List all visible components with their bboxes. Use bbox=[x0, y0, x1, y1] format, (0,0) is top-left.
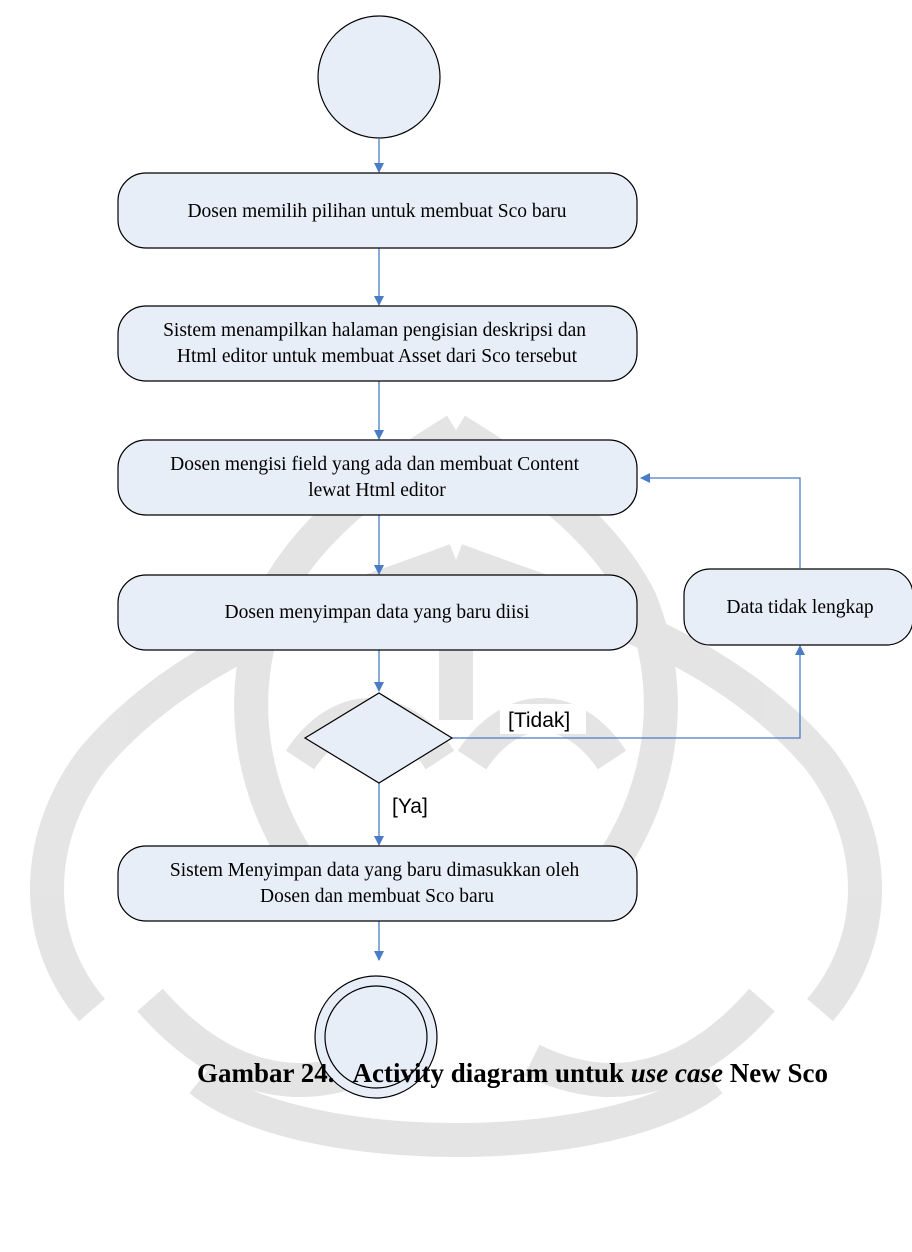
caption-italic: use case bbox=[630, 1058, 724, 1088]
action-label-incomplete-data: Data tidak lengkap bbox=[726, 597, 873, 618]
caption-suffix: New Sco bbox=[723, 1058, 828, 1088]
guard-no: [Tidak] bbox=[508, 709, 570, 732]
guard-yes: [Ya] bbox=[392, 795, 428, 818]
action-label-system-save: Sistem Menyimpan data yang baru dimasukk… bbox=[170, 860, 584, 907]
action-node-show-editor bbox=[117, 305, 638, 382]
arrow-side-to-a3 bbox=[640, 473, 801, 568]
action-node-choose-new-sco bbox=[117, 172, 638, 249]
action-label-fill-fields: Dosen mengisi field yang ada dan membuat… bbox=[170, 454, 584, 501]
action-node-fill-fields bbox=[117, 439, 638, 516]
final-node-inner bbox=[324, 985, 428, 1089]
action-node-save-data bbox=[117, 574, 638, 651]
guard-no-bg bbox=[500, 704, 586, 734]
figure-caption: Gambar 24. Activity diagram untuk use cas… bbox=[0, 1058, 912, 1089]
guard-yes-bg bbox=[390, 790, 442, 820]
initial-node bbox=[317, 15, 441, 139]
flow-arrows bbox=[374, 138, 805, 961]
caption-label: Gambar 24. bbox=[196, 1058, 335, 1088]
action-label-save-data: Dosen menyimpan data yang baru diisi bbox=[225, 602, 530, 623]
action-label-show-editor: Sistem menampilkan halaman pengisian des… bbox=[163, 320, 591, 367]
action-node-system-save bbox=[117, 845, 638, 922]
action-label-choose-new-sco: Dosen memilih pilihan untuk membuat Sco … bbox=[187, 201, 566, 222]
decision-node bbox=[303, 692, 454, 784]
arrow-decision-to-side bbox=[452, 645, 805, 739]
caption-prefix: Activity diagram untuk bbox=[352, 1058, 631, 1088]
watermark-seal bbox=[30, 415, 882, 1157]
action-node-incomplete-data bbox=[683, 568, 912, 646]
